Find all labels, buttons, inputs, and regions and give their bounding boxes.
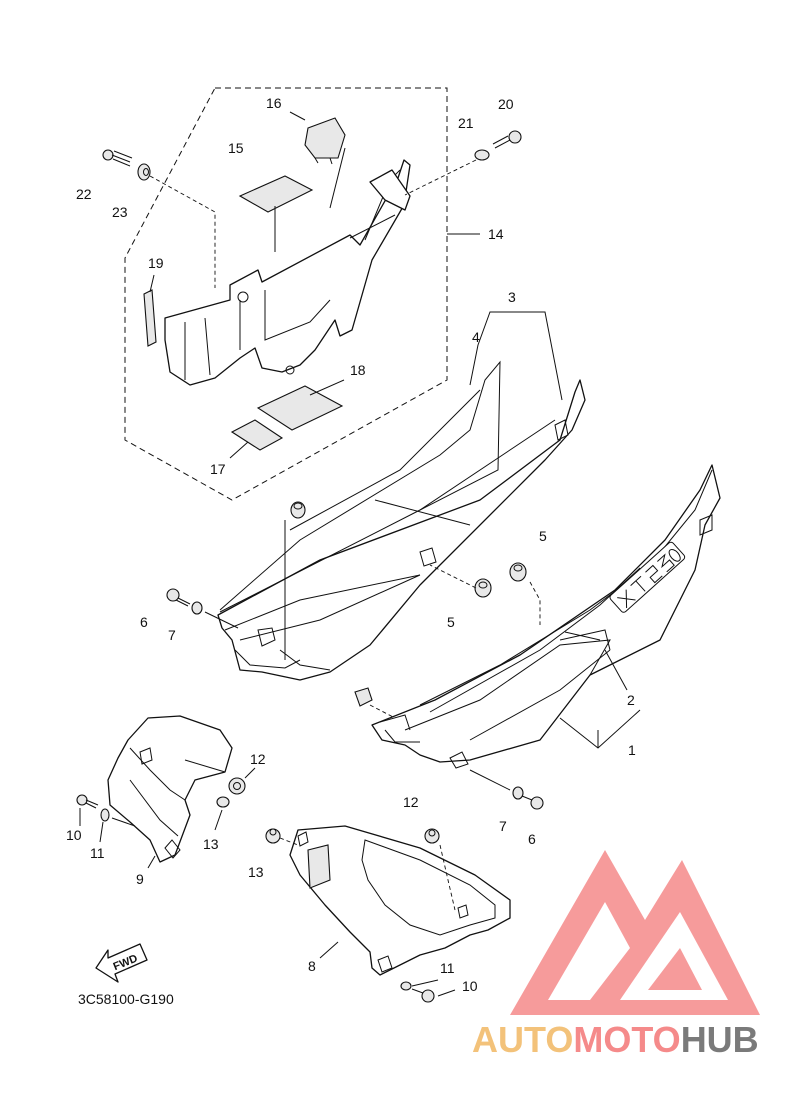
part-13-grommet-left <box>216 796 230 808</box>
diagram-code: 3C58100-G190 <box>78 991 174 1007</box>
part-15-pad <box>238 175 314 213</box>
callout-17: 17 <box>210 461 226 477</box>
callout-6a: 6 <box>140 614 148 630</box>
callout-11a: 11 <box>90 845 105 861</box>
part-12-grommet-right <box>424 828 440 844</box>
callout-13a: 13 <box>203 836 219 852</box>
part-4-side-cover <box>217 360 586 681</box>
callout-5b: 5 <box>447 614 455 630</box>
part-10-bolt-right <box>411 988 435 1003</box>
part-18-pad <box>256 385 344 431</box>
part-10-bolt-left <box>76 794 99 809</box>
callout-12a: 12 <box>250 751 266 767</box>
callout-15: 15 <box>228 140 244 156</box>
callout-18: 18 <box>350 362 366 378</box>
part-22-bolt <box>102 149 133 167</box>
callout-6b: 6 <box>528 831 536 847</box>
part-19-strip <box>143 289 157 347</box>
part-17-pad <box>230 419 284 451</box>
watermark-auto: AUTO <box>472 1019 573 1060</box>
part-7-washer-right <box>512 786 524 800</box>
callout-21: 21 <box>458 115 474 131</box>
part-11-washer-left <box>100 808 110 822</box>
callout-10a: 10 <box>66 827 82 843</box>
callout-12b: 12 <box>403 794 419 810</box>
callout-labels: 1 2 3 4 5 5 6 6 7 7 8 9 10 10 11 11 12 1… <box>66 95 636 994</box>
part-5-grommet-left <box>474 578 492 598</box>
callout-10b: 10 <box>462 978 478 994</box>
group-14-boundary <box>124 87 448 501</box>
part-7-washer-left <box>191 601 203 615</box>
part-20-bolt <box>492 130 522 149</box>
callout-2: 2 <box>627 692 635 708</box>
part-16-relay <box>304 117 346 165</box>
callout-7a: 7 <box>168 627 176 643</box>
callout-11b: 11 <box>440 960 455 976</box>
part-12-grommet-left <box>228 777 246 795</box>
part-1-side-cover <box>371 464 721 769</box>
grommet-lower <box>354 687 373 707</box>
callout-23: 23 <box>112 204 128 220</box>
watermark-hub: HUB <box>681 1019 759 1060</box>
part-5-grommet-right <box>509 562 527 582</box>
callout-22: 22 <box>76 186 92 202</box>
callout-8: 8 <box>308 958 316 974</box>
part-21-washer <box>474 149 490 161</box>
part-11-washer-right <box>400 981 412 991</box>
watermark-text: AUTOMOTOHUB <box>472 1019 759 1060</box>
callout-1: 1 <box>628 742 636 758</box>
callout-14: 14 <box>488 226 504 242</box>
callout-19: 19 <box>148 255 164 271</box>
part-9-bracket <box>107 715 233 863</box>
callout-9: 9 <box>136 871 144 887</box>
callout-7b: 7 <box>499 818 507 834</box>
callout-20: 20 <box>498 96 514 112</box>
grommet-upper <box>290 501 306 519</box>
part-6-bolt-left <box>166 588 191 607</box>
battery-box-bracket <box>164 159 411 386</box>
part-23-washer <box>137 163 151 181</box>
callout-13b: 13 <box>248 864 264 880</box>
part-6-bolt-right <box>521 795 544 810</box>
callout-3: 3 <box>508 289 516 305</box>
xt250-logo <box>609 541 686 613</box>
callout-4: 4 <box>472 329 480 345</box>
fwd-arrow-icon: FWD <box>95 943 148 983</box>
callout-5a: 5 <box>539 528 547 544</box>
part-8-lower-cover <box>289 825 511 976</box>
watermark-moto: MOTO <box>573 1019 680 1060</box>
part-13-grommet-right <box>265 828 281 844</box>
callout-16: 16 <box>266 95 282 111</box>
watermark-logo-icon <box>510 850 760 1015</box>
automotohub-watermark: AUTOMOTOHUB <box>472 850 760 1060</box>
